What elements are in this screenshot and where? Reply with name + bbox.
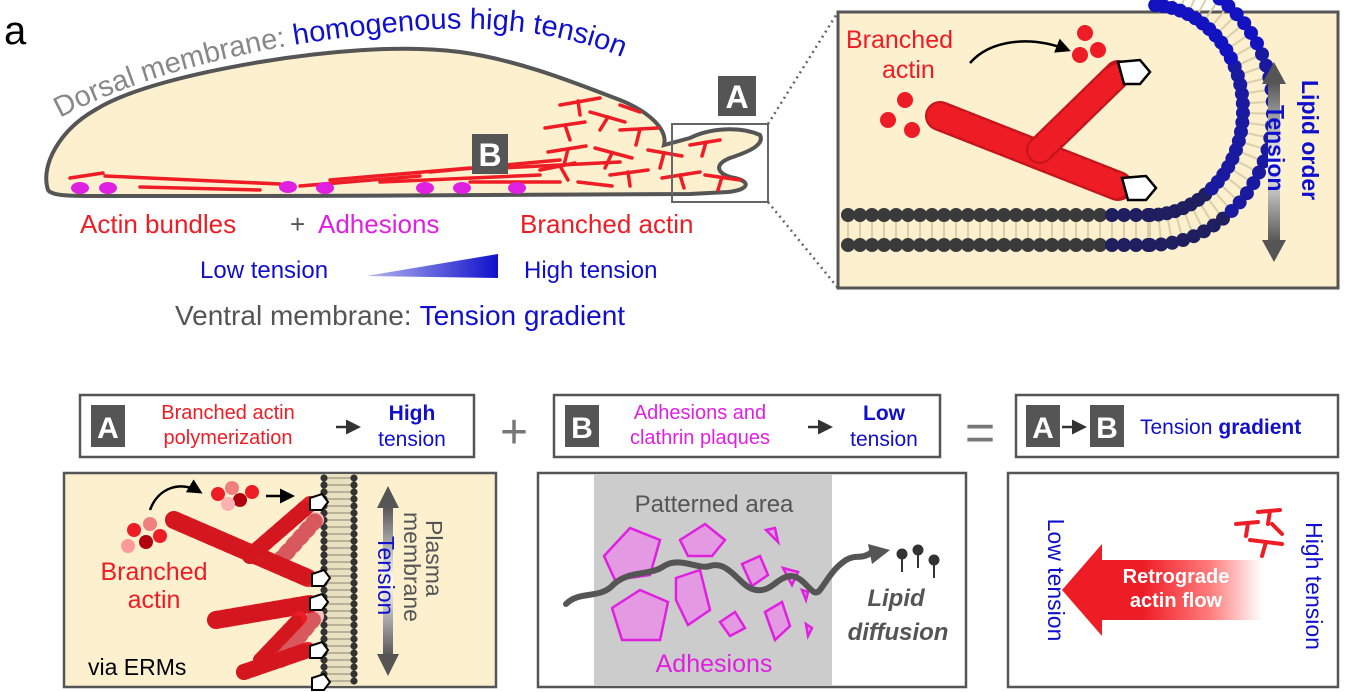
panel-c-high-tension: High tension: [1301, 522, 1327, 650]
equals-sign: =: [965, 404, 995, 462]
adhesion-polygons: [602, 522, 814, 643]
zoom-box: [671, 123, 769, 203]
box-a-result2: tension: [378, 428, 446, 451]
inset-lipid-order: Lipid order: [1297, 80, 1323, 200]
panel-a-arrow1: [148, 479, 203, 511]
box-a-badge: [91, 405, 125, 447]
panel-a-branched-l2: actin: [128, 586, 181, 614]
badge-a-cell-text: A: [725, 79, 748, 115]
retrograde-arrow: [1062, 544, 1262, 636]
inset-tension: Tension: [1263, 105, 1289, 191]
box-b-badge: [565, 405, 599, 447]
box-b-result1: Low: [863, 402, 906, 425]
retrograde-l1: Retrograde: [1123, 566, 1230, 588]
panel-a-plasma-l2: membrane: [399, 512, 425, 622]
panel-c-branched-actin: [1234, 508, 1284, 558]
panel-c-frame: [1006, 471, 1340, 689]
box-b-line1: Adhesions and: [634, 402, 766, 424]
panel-a-branched-actin: [165, 492, 332, 691]
box-a-badge-text: A: [97, 412, 119, 445]
box-a-line2: polymerization: [164, 427, 293, 449]
high-tension-label: High tension: [524, 257, 657, 284]
badge-b-cell-text: B: [478, 137, 501, 173]
adhesions-label: Adhesions: [318, 209, 439, 239]
box-b-result2: tension: [850, 428, 918, 451]
box-a: [78, 393, 476, 459]
panel-a-tension-arrow: [377, 486, 399, 676]
zoom-line-top: [766, 11, 840, 125]
lipid-diffusion-l1: Lipid: [867, 585, 926, 612]
adhesion-blobs: [71, 181, 526, 194]
box-a-line1: Branched actin: [161, 402, 294, 424]
zoom-line-bottom: [767, 201, 839, 289]
badge-a-cell: [718, 76, 756, 116]
panel-b-adhesions: Adhesions: [656, 650, 773, 678]
panel-letter: a: [4, 9, 27, 53]
inset-tension-arrow: [1262, 62, 1286, 262]
panel-a-monomers: [121, 481, 259, 553]
box-c-badge-a-text: A: [1032, 412, 1054, 445]
panel-a-via-erms: via ERMs: [88, 654, 186, 680]
panel-a-tension: Tension: [373, 536, 399, 615]
lipid-path: [563, 549, 875, 607]
plus-sign: +: [500, 406, 528, 459]
inset-branched-actin: [925, 58, 1158, 202]
patterned-area-label: Patterned area: [635, 491, 794, 518]
badge-b-cell: [472, 134, 508, 174]
lipid-molecules: [896, 544, 940, 578]
plus-label: +: [290, 209, 305, 239]
tension-wedge: [366, 254, 498, 278]
actin-bundles-label: Actin bundles: [80, 209, 236, 239]
box-a-result1: High: [389, 402, 436, 425]
box-b-line2: clathrin plaques: [630, 427, 770, 449]
inset-branched-l1: Branched: [846, 26, 953, 54]
box-c-badge-a: [1026, 405, 1060, 447]
panel-a-branched-l1: Branched: [100, 558, 207, 586]
panel-a-plasma-l1: Plasma: [421, 520, 447, 597]
retrograde-l2: actin flow: [1130, 590, 1223, 612]
box-c-badge-b-text: B: [1096, 412, 1118, 445]
lipid-diffusion-l2: diffusion: [848, 619, 949, 646]
branched-actin-label: Branched actin: [520, 209, 693, 239]
panel-c-low-tension: Low tension: [1043, 519, 1069, 642]
box-b: [552, 393, 942, 459]
ventral-membrane-label: Ventral membrane:Tension gradient: [175, 300, 625, 331]
inset-arrow: [969, 38, 1071, 64]
lipid-path-arrowhead: [868, 544, 890, 564]
low-tension-label: Low tension: [200, 257, 328, 284]
cell-body: [44, 46, 763, 198]
branched-actin-cluster: [538, 96, 742, 192]
inset-monomers: [880, 25, 1106, 138]
box-c-badge-b: [1090, 405, 1124, 447]
box-b-badge-text: B: [571, 412, 593, 445]
inset-branched-l2: actin: [882, 56, 935, 84]
